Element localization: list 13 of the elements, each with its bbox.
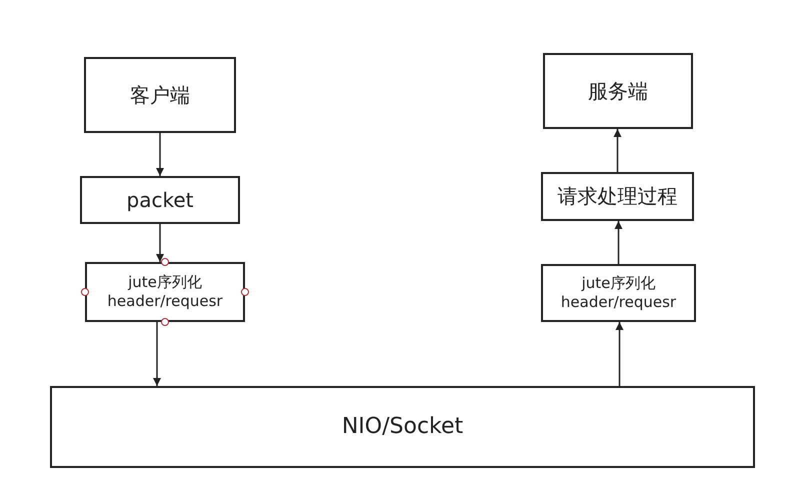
arrow xyxy=(614,129,622,172)
process-box: NIO/Socket xyxy=(50,386,755,468)
process-box: jute序列化 header/requesr xyxy=(541,264,696,322)
process-box: 请求处理过程 xyxy=(541,172,694,221)
process-box: 客户端 xyxy=(84,57,236,133)
process-box: 服务端 xyxy=(543,53,693,129)
arrow xyxy=(614,221,622,264)
process-box: packet xyxy=(80,176,240,224)
arrow xyxy=(156,133,164,176)
arrow xyxy=(153,322,161,386)
process-box: jute序列化 header/requesr xyxy=(85,262,245,322)
arrow xyxy=(156,224,164,262)
arrow xyxy=(616,322,624,386)
